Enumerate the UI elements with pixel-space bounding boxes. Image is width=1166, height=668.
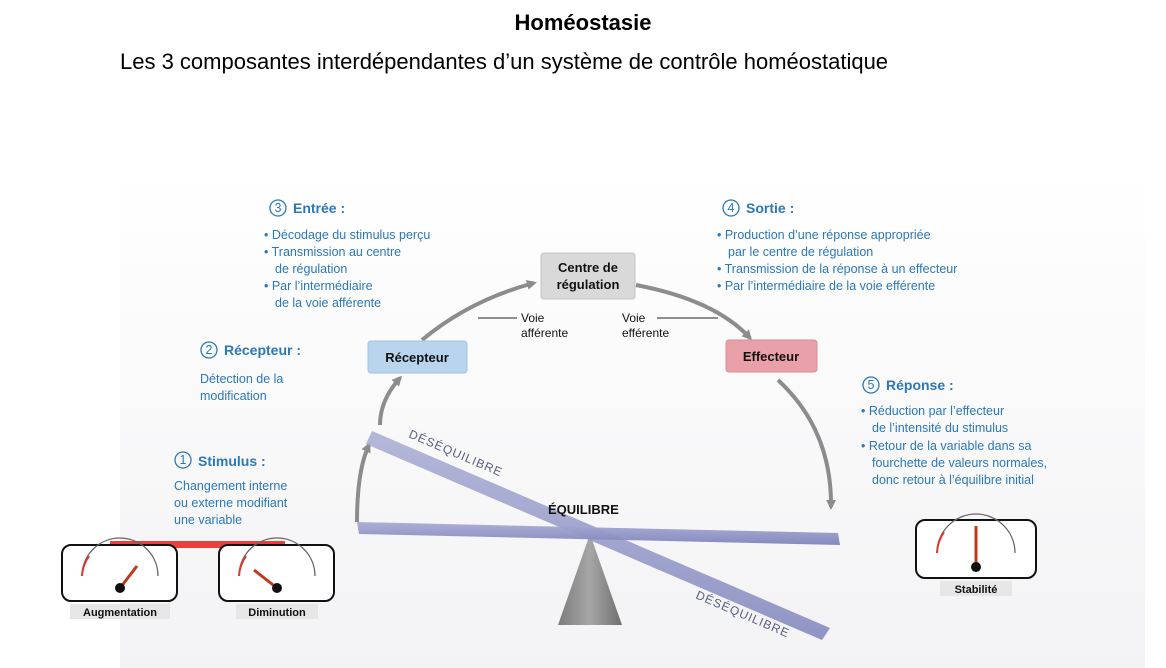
step-2-line-2: modification: [200, 389, 267, 403]
centre-regulation-box: Centre de régulation: [541, 253, 635, 299]
effecteur-label: Effecteur: [743, 349, 799, 364]
gauge-diminution: Diminution: [219, 538, 334, 619]
step-4-header: Sortie :: [746, 200, 794, 216]
voie-efferente-line2: efférente: [622, 326, 669, 340]
step-3-line-4: • Par l’intermédiaire: [264, 279, 373, 293]
step-5-line-2: de l’intensité du stimulus: [872, 421, 1008, 435]
step-4-line-3: • Transmission de la réponse à un effect…: [717, 262, 957, 276]
voie-afferente-line1: Voie: [521, 311, 545, 325]
centre-label-line1: Centre de: [558, 260, 618, 275]
gauge-augmentation-label: Augmentation: [83, 607, 157, 619]
step-5-header: Réponse :: [886, 377, 954, 393]
step-4-line-4: • Par l’intermédiaire de la voie efféren…: [717, 279, 935, 293]
step-2-header: Récepteur :: [224, 342, 301, 358]
step-5-line-4: fourchette de valeurs normales,: [872, 456, 1047, 470]
equilibre-label: ÉQUILIBRE: [548, 502, 619, 517]
step-2-line-1: Détection de la: [200, 372, 283, 386]
step-1-number: 1: [180, 453, 187, 467]
centre-label-line2: régulation: [557, 277, 620, 292]
gauge-augmentation: Augmentation: [62, 538, 177, 619]
gauge-diminution-label: Diminution: [248, 607, 306, 619]
step-3-line-2: • Transmission au centre: [264, 245, 401, 259]
step-1-header: Stimulus :: [198, 453, 266, 469]
step-5-line-1: • Réduction par l’effecteur: [861, 404, 1004, 418]
step-3-line-5: de la voie afférente: [275, 296, 381, 310]
step-3-number: 3: [275, 201, 282, 215]
step-5-number: 5: [868, 378, 875, 392]
recepteur-box: Récepteur: [368, 341, 467, 373]
step-5-line-5: donc retour à l’équilibre initial: [872, 473, 1034, 487]
gauge-stabilite-label: Stabilité: [955, 584, 998, 596]
step-3-line-1: • Décodage du stimulus perçu: [264, 228, 430, 242]
step-1-line-3: une variable: [174, 513, 242, 527]
voie-afferente-line2: afférente: [521, 326, 568, 340]
step-4-number: 4: [728, 201, 735, 215]
step-3-header: Entrée :: [293, 200, 345, 216]
step-2-number: 2: [206, 343, 213, 357]
step-4-line-1: • Production d’une réponse appropriée: [717, 228, 931, 242]
step-1-line-2: ou externe modifiant: [174, 496, 288, 510]
step-5-line-3: • Retour de la variable dans sa: [861, 439, 1031, 453]
voie-efferente-line1: Voie: [622, 311, 646, 325]
step-4-line-2: par le centre de régulation: [728, 245, 873, 259]
step-1-line-1: Changement interne: [174, 479, 287, 493]
step-3-line-3: de régulation: [275, 262, 347, 276]
effecteur-box: Effecteur: [726, 340, 817, 372]
recepteur-label: Récepteur: [385, 350, 449, 365]
